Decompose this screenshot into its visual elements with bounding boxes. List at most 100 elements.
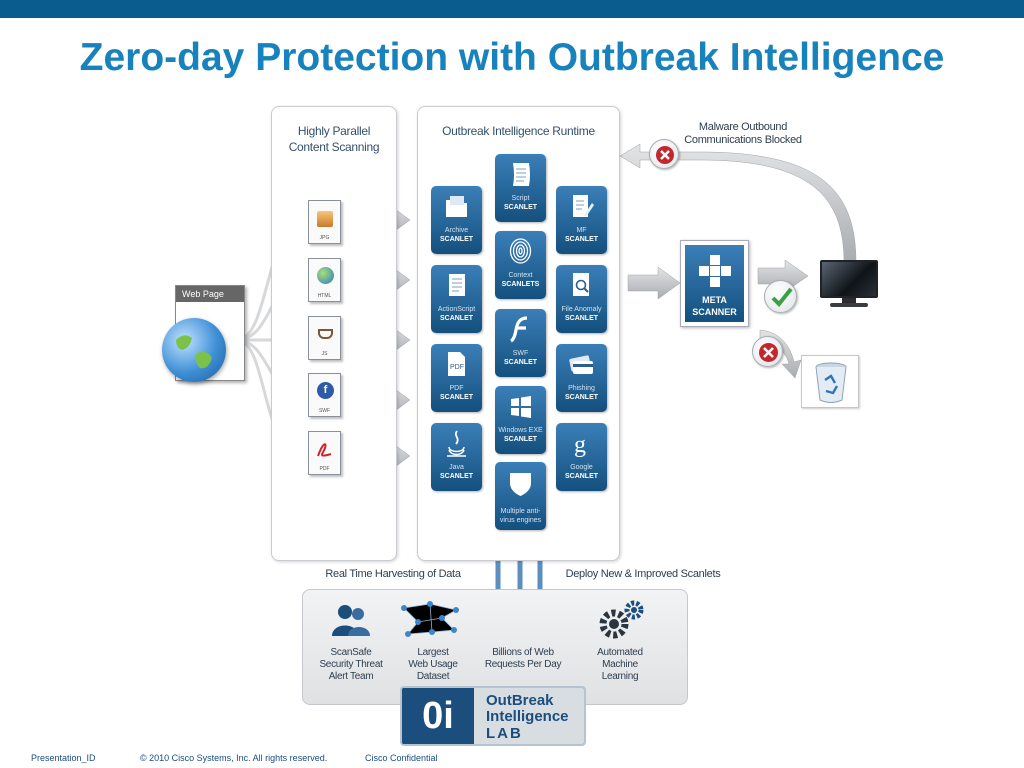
- actionscript-icon: [449, 274, 465, 296]
- scanlet-label-2: SCANLET: [564, 315, 599, 322]
- scanlet-mf: MF SCANLET: [556, 186, 607, 254]
- trash-bin-frame: [801, 355, 859, 408]
- svg-text:PDF: PDF: [450, 364, 464, 371]
- jpg-document: JPG: [308, 200, 341, 244]
- blocked-label-1: Malware Outbound: [698, 121, 788, 133]
- scanlet-actionscript: ActionScript SCANLET: [431, 265, 482, 333]
- scanlet-google: g Google SCANLET: [556, 423, 607, 491]
- credit-card-icon: [569, 355, 593, 374]
- rejected-x-icon: [752, 336, 783, 367]
- web-page-header: [176, 286, 244, 302]
- lab-item-line: Largest: [417, 647, 449, 658]
- js-file-icon: [318, 329, 333, 339]
- lab-item-line: ScanSafe: [330, 647, 372, 658]
- scanlet-label-1: Phishing: [568, 385, 595, 392]
- lab-item-line: Machine: [602, 659, 638, 670]
- shield-icon: [510, 473, 531, 496]
- logo-line-2: Intelligence: [486, 708, 569, 725]
- lab-item-line: Web Usage: [408, 659, 458, 670]
- page-title: Zero-day Protection with Outbreak Intell…: [79, 36, 945, 79]
- scanlet-label-2: SCANLET: [439, 473, 474, 480]
- scanlet-label-1: ActionScript: [437, 306, 476, 313]
- footer-copyright: © 2010 Cisco Systems, Inc. All rights re…: [140, 753, 328, 763]
- scanlet-label-1: MF: [576, 227, 587, 234]
- js-document: JS: [308, 316, 341, 360]
- scanlet-script: Script SCANLET: [495, 154, 546, 222]
- recycle-bin-icon: [815, 362, 847, 403]
- html-file-icon: [317, 267, 334, 284]
- file-search-icon: [573, 273, 589, 296]
- pdf-icon: PDF: [448, 352, 465, 376]
- google-icon: g: [574, 432, 586, 458]
- archive-folder-icon: [446, 196, 467, 217]
- script-icon: [513, 163, 530, 186]
- scanlet-label-2: SCANLET: [439, 236, 474, 243]
- logo-line-1: OutBreak: [486, 692, 554, 709]
- oi-logo-text: OutBreak Intelligence LAB: [474, 688, 584, 744]
- windows-icon: [511, 396, 531, 418]
- scanlet-label-1: Archive: [444, 227, 469, 234]
- swf-file-icon: f: [317, 382, 334, 399]
- scanlet-phishing: Phishing SCANLET: [556, 344, 607, 412]
- parallel-panel-title-1: Highly Parallel: [297, 124, 371, 138]
- logo-line-3: LAB: [486, 725, 523, 742]
- lab-item-line: Requests Per Day: [484, 659, 562, 670]
- blocked-label-2: Communications Blocked: [684, 134, 802, 146]
- people-icon: [330, 602, 372, 638]
- pdf-file-icon: [315, 438, 335, 460]
- html-label: HTML: [317, 293, 332, 299]
- lab-item-line: Dataset: [416, 671, 450, 682]
- scanlet-context: Context SCANLETS: [495, 231, 546, 299]
- scanlet-label-2: SCANLET: [564, 394, 599, 401]
- scanlet-label-1: Google: [570, 464, 593, 471]
- lab-item-line: Automated: [597, 647, 643, 658]
- scanlet-label-1: Context: [508, 272, 533, 279]
- svg-text:g: g: [574, 432, 586, 458]
- swf-document: f SWF: [308, 373, 341, 417]
- jpg-label: JPG: [319, 235, 330, 241]
- scanlet-label-1: Multiple anti-: [500, 508, 541, 515]
- scanlet-label-2: SCANLETS: [501, 281, 540, 288]
- swf-label: SWF: [318, 408, 331, 414]
- scanlet-antivirus: Multiple anti- virus engines: [495, 462, 546, 530]
- approved-check-icon: [764, 280, 797, 313]
- scanlet-windows-exe: Windows EXE SCANLET: [495, 386, 546, 454]
- meta-scanner-icon: [699, 255, 731, 287]
- web-page-label: Web Page: [182, 289, 224, 299]
- lab-item-line: Security Threat: [319, 659, 383, 670]
- scanlet-label-1: Java: [449, 464, 464, 471]
- lab-item-line: Billions of Web: [492, 647, 554, 658]
- pdf-document: PDF: [308, 431, 341, 475]
- outbreak-lab-logo: 0i OutBreak Intelligence LAB: [400, 686, 586, 746]
- scanlet-label-2: SCANLET: [439, 315, 474, 322]
- parallel-panel-title-2: Content Scanning: [288, 140, 380, 154]
- blocked-x-icon: [649, 139, 679, 169]
- gears-icon: [596, 600, 646, 640]
- scanlet-label-2: SCANLET: [564, 236, 599, 243]
- runtime-panel-title: Outbreak Intelligence Runtime: [442, 124, 595, 138]
- lab-item-line: Alert Team: [328, 671, 374, 682]
- footer-confidential: Cisco Confidential: [365, 753, 438, 763]
- meta-label-1: META: [702, 295, 727, 305]
- scanlet-java: Java SCANLET: [431, 423, 482, 491]
- lab-item-learning: Automated Machine Learning: [582, 647, 658, 683]
- parallel-scanning-panel: Highly Parallel Content Scanning: [271, 106, 397, 561]
- network-icon: [398, 600, 464, 640]
- scanlet-label-1: File Anomaly: [561, 306, 602, 313]
- lab-item-line: Learning: [601, 671, 639, 682]
- meta-label-2: SCANNER: [692, 307, 737, 317]
- lab-item-scansafe: ScanSafe Security Threat Alert Team: [312, 647, 390, 683]
- harvest-label: Real Time Harvesting of Data: [325, 568, 461, 580]
- meta-scanner: META SCANNER: [680, 240, 749, 327]
- scanlet-label-1: SWF: [512, 350, 529, 357]
- js-label: JS: [321, 351, 328, 357]
- scanlet-label-2: virus engines: [499, 517, 542, 524]
- html-document: HTML: [308, 258, 341, 302]
- scanlet-swf: SWF SCANLET: [495, 309, 546, 377]
- pdf-label: PDF: [319, 466, 330, 472]
- scanlet-label-2: SCANLET: [503, 204, 538, 211]
- java-icon: [447, 430, 466, 457]
- scanlet-label-2: SCANLET: [564, 473, 599, 480]
- scanlet-file-anomaly: File Anomaly SCANLET: [556, 265, 607, 333]
- scanlet-pdf: PDF PDF SCANLET: [431, 344, 482, 412]
